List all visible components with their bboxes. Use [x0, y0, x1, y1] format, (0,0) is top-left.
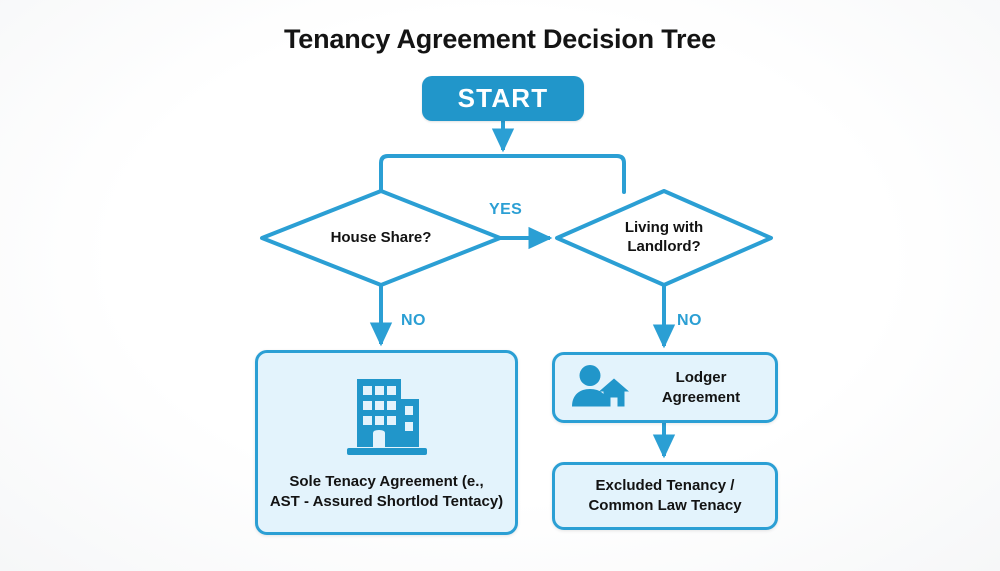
outcome-sole-tenancy-line2: AST - Assured Shortlod Tentacy) [269, 492, 504, 510]
edge-label-no-left: NO [401, 312, 426, 329]
office-building-icon [339, 373, 435, 462]
edge-split-bar [379, 154, 626, 194]
start-node[interactable]: START [422, 76, 584, 121]
outcome-excluded-tenancy-label: Excluded Tenancy / Common Law Tenacy [561, 476, 769, 517]
decision-house-share-label: House Share? [330, 228, 432, 246]
edge-label-no-right: NO [677, 312, 702, 329]
person-with-house-icon [569, 362, 631, 413]
outcome-lodger-agreement-label: Lodger Agreement [635, 367, 767, 408]
outcome-excluded-tenancy-line2: Common Law Tenacy [588, 497, 742, 514]
outcome-excluded-tenancy-box[interactable]: Excluded Tenancy / Common Law Tenacy [552, 462, 778, 530]
decision-living-with-landlord-label: Living with Landlord? [557, 191, 771, 285]
outcome-lodger-agreement-line2: Agreement [661, 388, 741, 406]
outcome-sole-tenancy-label: Sole Tenacy Agreement (e., AST - Assured… [264, 472, 509, 513]
outcome-lodger-agreement-line1: Lodger [675, 368, 727, 386]
decision-living-with-landlord[interactable]: Living with Landlord? [557, 191, 771, 285]
decision-living-with-landlord-line1: Living with [624, 219, 704, 237]
edge-label-yes: YES [489, 201, 523, 218]
outcome-sole-tenancy-box[interactable]: Sole Tenacy Agreement (e., AST - Assured… [255, 350, 518, 535]
page-title: Tenancy Agreement Decision Tree [284, 24, 716, 54]
decision-house-share[interactable]: House Share? [262, 191, 500, 285]
decision-living-with-landlord-line2: Landlord? [627, 238, 701, 255]
outcome-excluded-tenancy-line1: Excluded Tenancy / [595, 476, 735, 494]
outcome-sole-tenancy-line1: Sole Tenacy Agreement (e., [289, 472, 484, 490]
outcome-lodger-agreement-box[interactable]: Lodger Agreement [552, 352, 778, 423]
